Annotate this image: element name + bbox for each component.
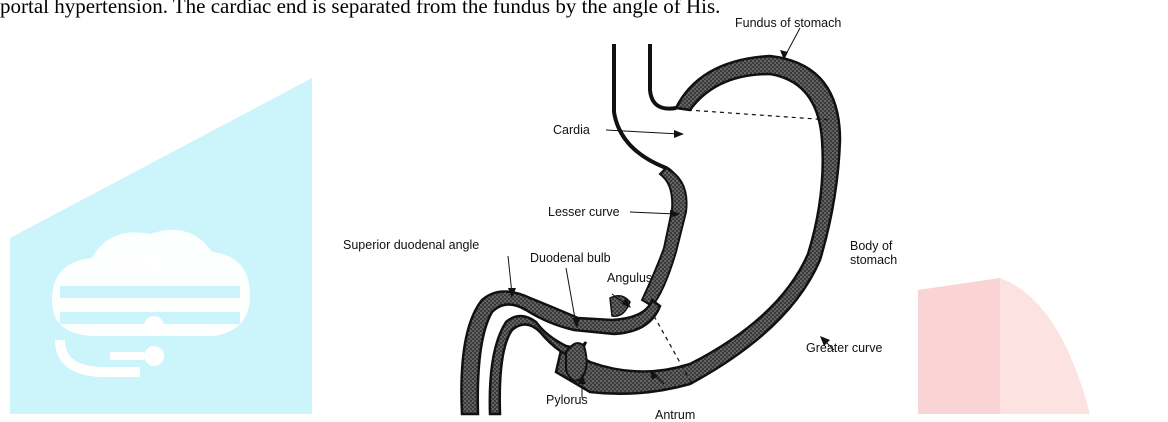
label-body-line2: stomach: [850, 253, 897, 267]
label-antrum: Antrum: [655, 408, 695, 422]
label-fundus: Fundus of stomach: [735, 16, 841, 30]
label-cardia: Cardia: [553, 123, 590, 137]
label-greater-curve: Greater curve: [806, 341, 882, 355]
label-pylorus: Pylorus: [546, 393, 588, 407]
label-superior-duodenal-angle: Superior duodenal angle: [343, 238, 479, 252]
label-body-of-stomach: Body of stomach: [850, 239, 897, 267]
stomach-wall: [461, 56, 840, 414]
label-angulus: Angulus: [607, 271, 652, 285]
label-lesser-curve: Lesser curve: [548, 205, 620, 219]
label-body-line1: Body of: [850, 239, 897, 253]
label-duodenal-bulb: Duodenal bulb: [530, 251, 611, 265]
